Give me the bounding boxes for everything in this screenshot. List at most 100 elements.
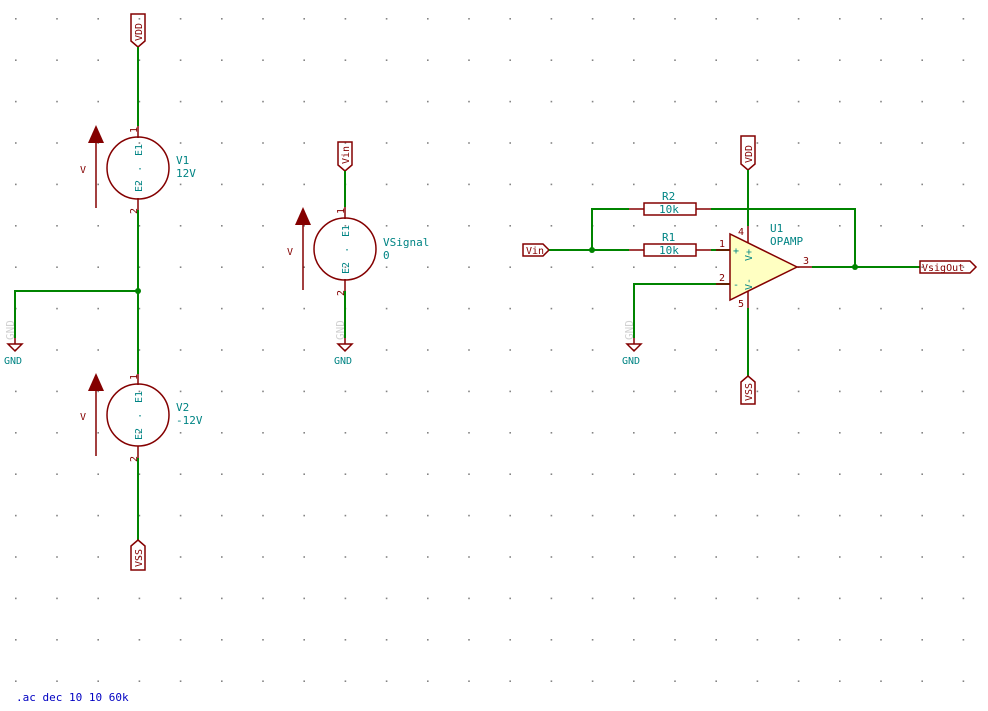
opamp-minus: - <box>733 280 739 291</box>
grid-dot <box>303 597 305 600</box>
grid-dot <box>221 307 223 310</box>
grid-dot <box>56 59 58 61</box>
grid-dot <box>715 514 717 517</box>
grid-dot <box>138 556 141 558</box>
grid-dot <box>550 639 553 641</box>
grid-dot <box>221 100 223 103</box>
grid-dot <box>674 597 676 600</box>
grid-dot <box>550 142 553 144</box>
opamp-triangle <box>729 232 799 302</box>
grid-dot <box>468 639 470 641</box>
grid-dot <box>303 639 305 641</box>
grid-dot <box>550 432 553 434</box>
vsig-pin1: 1 <box>336 208 347 214</box>
grid-dot <box>427 514 429 517</box>
vss-label-opamp[interactable]: VSS <box>740 375 756 405</box>
grid-dot <box>962 183 965 186</box>
grid-dot <box>303 183 305 186</box>
grid-dot <box>56 432 58 434</box>
vin-label-left[interactable]: Vin <box>522 243 551 257</box>
gnd-symbol-signal[interactable]: GND GND <box>334 320 354 367</box>
vsig-arrowhead-icon <box>295 207 311 225</box>
grid-dot <box>427 225 429 227</box>
grid-dot <box>427 639 429 641</box>
vin-label-top-text: Vin <box>341 146 352 164</box>
grid-dot <box>674 473 676 475</box>
grid-dot <box>880 390 882 393</box>
voltage-source-v2[interactable]: 1 2 E1 E2 · V V2 -12V <box>80 373 203 462</box>
grid-dot <box>56 266 58 268</box>
vsigout-label[interactable]: VsigOut <box>919 260 978 274</box>
grid-dot <box>427 59 429 61</box>
grid-dot <box>880 59 882 61</box>
grid-dot <box>468 100 470 103</box>
wire-vin-r2[interactable] <box>591 208 629 250</box>
gnd-symbol-left[interactable]: GND GND <box>4 320 24 367</box>
grid-dot <box>797 307 800 310</box>
grid-dot <box>221 680 223 682</box>
grid-dot <box>303 349 305 351</box>
vin-label-top[interactable]: Vin <box>337 141 353 172</box>
grid-dot <box>303 432 305 434</box>
vss-label-opamp-text: VSS <box>744 383 755 401</box>
opamp-u1[interactable]: 1 2 3 4 5 + - V+ V- U1 OPAMP <box>716 222 812 310</box>
grid-dot <box>56 556 58 558</box>
grid-dot <box>633 473 635 475</box>
vdd-label-top[interactable]: VDD <box>130 13 146 48</box>
grid-dot <box>839 349 841 351</box>
wire-gnd-left[interactable] <box>14 290 138 338</box>
grid-dot <box>468 307 470 310</box>
grid-dot <box>344 100 347 103</box>
grid-dot <box>138 266 141 268</box>
grid-dot <box>550 473 553 475</box>
grid-dot <box>633 59 635 61</box>
resistor-r2[interactable]: R2 10k <box>629 190 711 216</box>
gnd-signal-text: GND <box>334 356 352 367</box>
grid-dot <box>715 18 717 20</box>
grid-dot <box>509 432 511 434</box>
grid-dot <box>756 597 759 600</box>
grid-dot <box>97 556 99 558</box>
grid-dot <box>591 639 594 641</box>
grid-dot <box>97 473 99 475</box>
grid-dot <box>633 18 635 20</box>
vsig-ref: VSignal <box>383 236 429 249</box>
grid-dot <box>921 597 923 600</box>
grid-dot <box>221 59 223 61</box>
grid-dot <box>385 473 388 475</box>
grid-dot <box>221 390 223 393</box>
grid-dot <box>427 390 429 393</box>
vdd-label-opamp-text: VDD <box>744 145 755 163</box>
wire-r2-feedback[interactable] <box>711 208 856 267</box>
grid-dot <box>262 142 264 144</box>
gnd-symbol-opamp[interactable]: GND GND <box>622 320 643 367</box>
wire-gnd-opamp[interactable] <box>633 283 730 338</box>
grid-dot <box>303 59 305 61</box>
grid-dot <box>179 597 182 600</box>
grid-dot <box>509 100 511 103</box>
grid-dot <box>921 349 923 351</box>
grid-dot <box>427 556 429 558</box>
grid-dot <box>303 142 305 144</box>
grid-dot <box>509 597 511 600</box>
grid-dot <box>179 473 182 475</box>
grid-dot <box>138 142 141 144</box>
grid-dot <box>97 266 99 268</box>
grid-dot <box>715 597 717 600</box>
vss-label-bottom[interactable]: VSS <box>130 539 146 571</box>
vdd-label-opamp[interactable]: VDD <box>740 135 756 171</box>
grid-dot <box>633 639 635 641</box>
grid-dot <box>138 390 141 393</box>
grid-dot <box>550 597 553 600</box>
grid-dot <box>550 183 553 186</box>
r2-ref: R2 <box>662 190 675 203</box>
grid-dot <box>344 142 347 144</box>
voltage-source-v1[interactable]: 1 2 E1 E2 · V V1 12V <box>80 125 196 214</box>
voltage-source-vsignal[interactable]: 1 2 E1 E2 · V VSignal 0 <box>287 207 429 296</box>
resistor-r1[interactable]: R1 10k <box>629 231 711 257</box>
grid-dot <box>97 225 99 227</box>
grid-dot <box>15 100 17 103</box>
sim-directive-text[interactable]: .ac dec 10 10 60k <box>16 691 129 704</box>
grid-dot <box>15 390 17 393</box>
